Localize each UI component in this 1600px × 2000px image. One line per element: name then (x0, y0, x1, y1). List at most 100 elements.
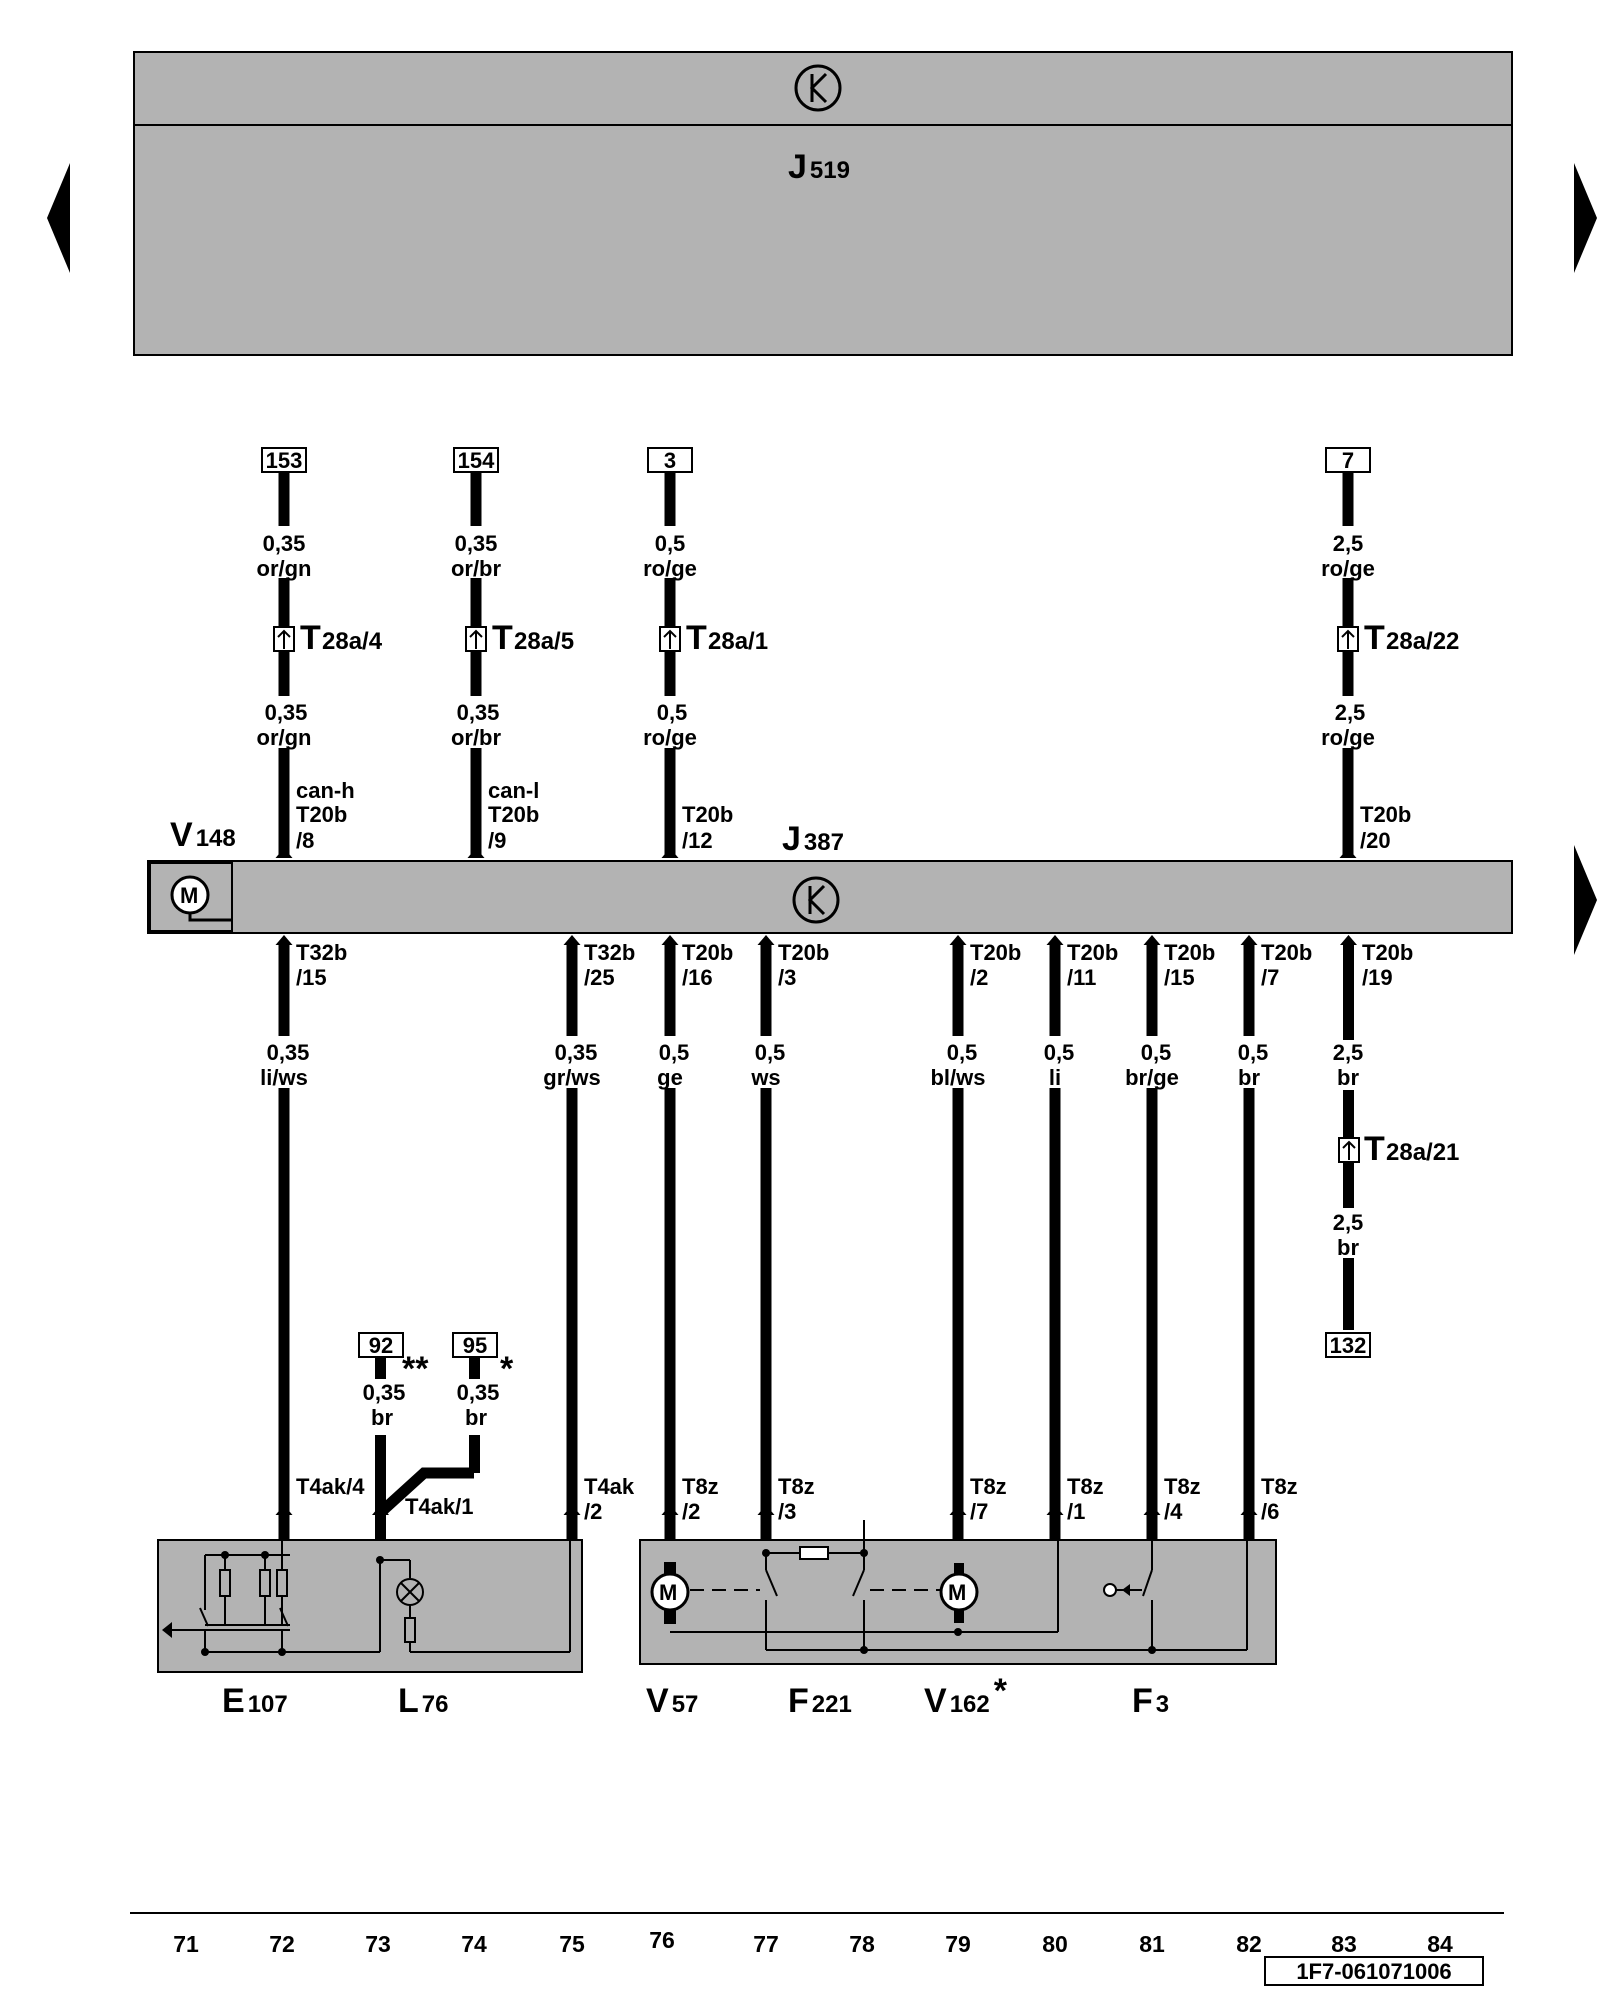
wire-size: 0,5 (1141, 1040, 1172, 1065)
t4ak1-label: T4ak/1 (405, 1494, 474, 1519)
pin-arrow (1143, 935, 1161, 945)
wire-color: or/gn (257, 556, 312, 581)
svg-text:M: M (948, 1580, 966, 1605)
grid-number: 73 (365, 1931, 391, 1957)
wire-line (1146, 945, 1158, 1515)
label-gap (1204, 1036, 1294, 1088)
pin-arrow (757, 935, 775, 945)
grid-number: 78 (849, 1931, 875, 1957)
connector-pin: 28a/1 (708, 628, 768, 655)
wire-size: 0,5 (659, 1040, 690, 1065)
pin-number: /2 (970, 965, 988, 990)
pin-arrow (1240, 935, 1258, 945)
label-gap (436, 696, 516, 748)
wire-size: 0,35 (455, 531, 498, 556)
pin-arrow (661, 1505, 679, 1515)
ref-box (647, 447, 693, 473)
pin-connector: T4ak (584, 1474, 635, 1499)
svg-text:br: br (371, 1405, 393, 1430)
pin-number: /3 (778, 1499, 796, 1524)
control-unit-icon (794, 64, 842, 112)
pin-number: /11 (1067, 965, 1096, 990)
connector-icon (1338, 1137, 1360, 1163)
connector-pin: 28a/4 (322, 628, 383, 655)
pin-arrow (563, 1505, 581, 1515)
signal-name: can-l (488, 778, 539, 803)
ref-box-label: 3 (664, 448, 676, 473)
wire-size: 0,5 (657, 700, 688, 725)
component-box-e107-l76 (157, 1539, 583, 1673)
pin-number: /9 (488, 828, 506, 853)
pin-connector: T20b (1360, 802, 1411, 827)
pin-arrow (1240, 1505, 1258, 1515)
wire-size: 2,5 (1335, 700, 1366, 725)
wire-color: br/ge (1125, 1065, 1179, 1090)
pin-arrow (275, 935, 293, 945)
wire-line (566, 945, 578, 1515)
svg-text:M: M (659, 1580, 677, 1605)
pin-arrow (949, 935, 967, 945)
wire-line (1342, 472, 1354, 857)
wire-line (278, 1515, 290, 1540)
pin-connector: T8z (682, 1474, 719, 1499)
prev-page-arrow[interactable] (47, 163, 70, 273)
label-gap (625, 1036, 715, 1088)
wire-size: 0,35 (263, 531, 306, 556)
pin-arrow (661, 848, 679, 858)
pin-connector: T8z (1164, 1474, 1201, 1499)
ground-wire: T20b /19 2,5 br T 28a/21 2,5 br 132 (1325, 935, 1459, 1358)
label-gap (244, 526, 324, 578)
wire-line (470, 472, 482, 857)
pin-connector: T20b (296, 802, 347, 827)
wire-line (1243, 1515, 1255, 1540)
connector-pin: 28a/5 (514, 628, 574, 655)
next-page-arrow-mid[interactable] (1574, 845, 1597, 955)
label-gap (239, 1036, 329, 1088)
svg-text:T20b: T20b (1362, 940, 1413, 965)
pin-connector: T20b (682, 802, 733, 827)
lower-wires: T32b/150,35li/wsT4ak/4T32b/250,35gr/wsT4… (239, 935, 1312, 1540)
svg-text:br: br (1337, 1235, 1359, 1260)
wire-size: 0,5 (1238, 1040, 1269, 1065)
pin-arrow (661, 935, 679, 945)
connector-name: T (300, 619, 321, 657)
pin-number: /15 (296, 965, 327, 990)
connector-name: T (686, 619, 707, 657)
pin-arrow (275, 1505, 293, 1515)
svg-text:0,35: 0,35 (457, 1380, 500, 1405)
wire-line (664, 945, 676, 1515)
wire-line (1243, 945, 1255, 1515)
wire-color: ro/ge (1321, 725, 1375, 750)
label-gap (1308, 696, 1388, 748)
connector-pin: 28a/22 (1386, 628, 1459, 655)
grid-number: 75 (559, 1931, 585, 1957)
ref-box-label: 154 (458, 448, 495, 473)
aux-feed-95: 95 * 0,35 br (376, 1332, 514, 1518)
wire-size: 0,5 (655, 531, 686, 556)
pin-arrow (949, 1505, 967, 1515)
pin-number: /8 (296, 828, 314, 853)
pin-number: /12 (682, 828, 713, 853)
wire-size: 0,35 (457, 700, 500, 725)
pin-connector: T32b (584, 940, 635, 965)
wire-line (760, 1515, 772, 1540)
pin-connector: T20b (778, 940, 829, 965)
component-box-v57-f3: M M (639, 1520, 1277, 1665)
pin-arrow (1339, 848, 1357, 858)
signal-name: can-h (296, 778, 355, 803)
pin-arrow (1046, 1505, 1064, 1515)
next-page-arrow-top[interactable] (1574, 163, 1597, 273)
wire-color: br (1238, 1065, 1260, 1090)
wire-line (760, 945, 772, 1515)
label-gap (913, 1036, 1003, 1088)
connector-name: T (492, 619, 513, 657)
pin-connector: T20b (970, 940, 1021, 965)
